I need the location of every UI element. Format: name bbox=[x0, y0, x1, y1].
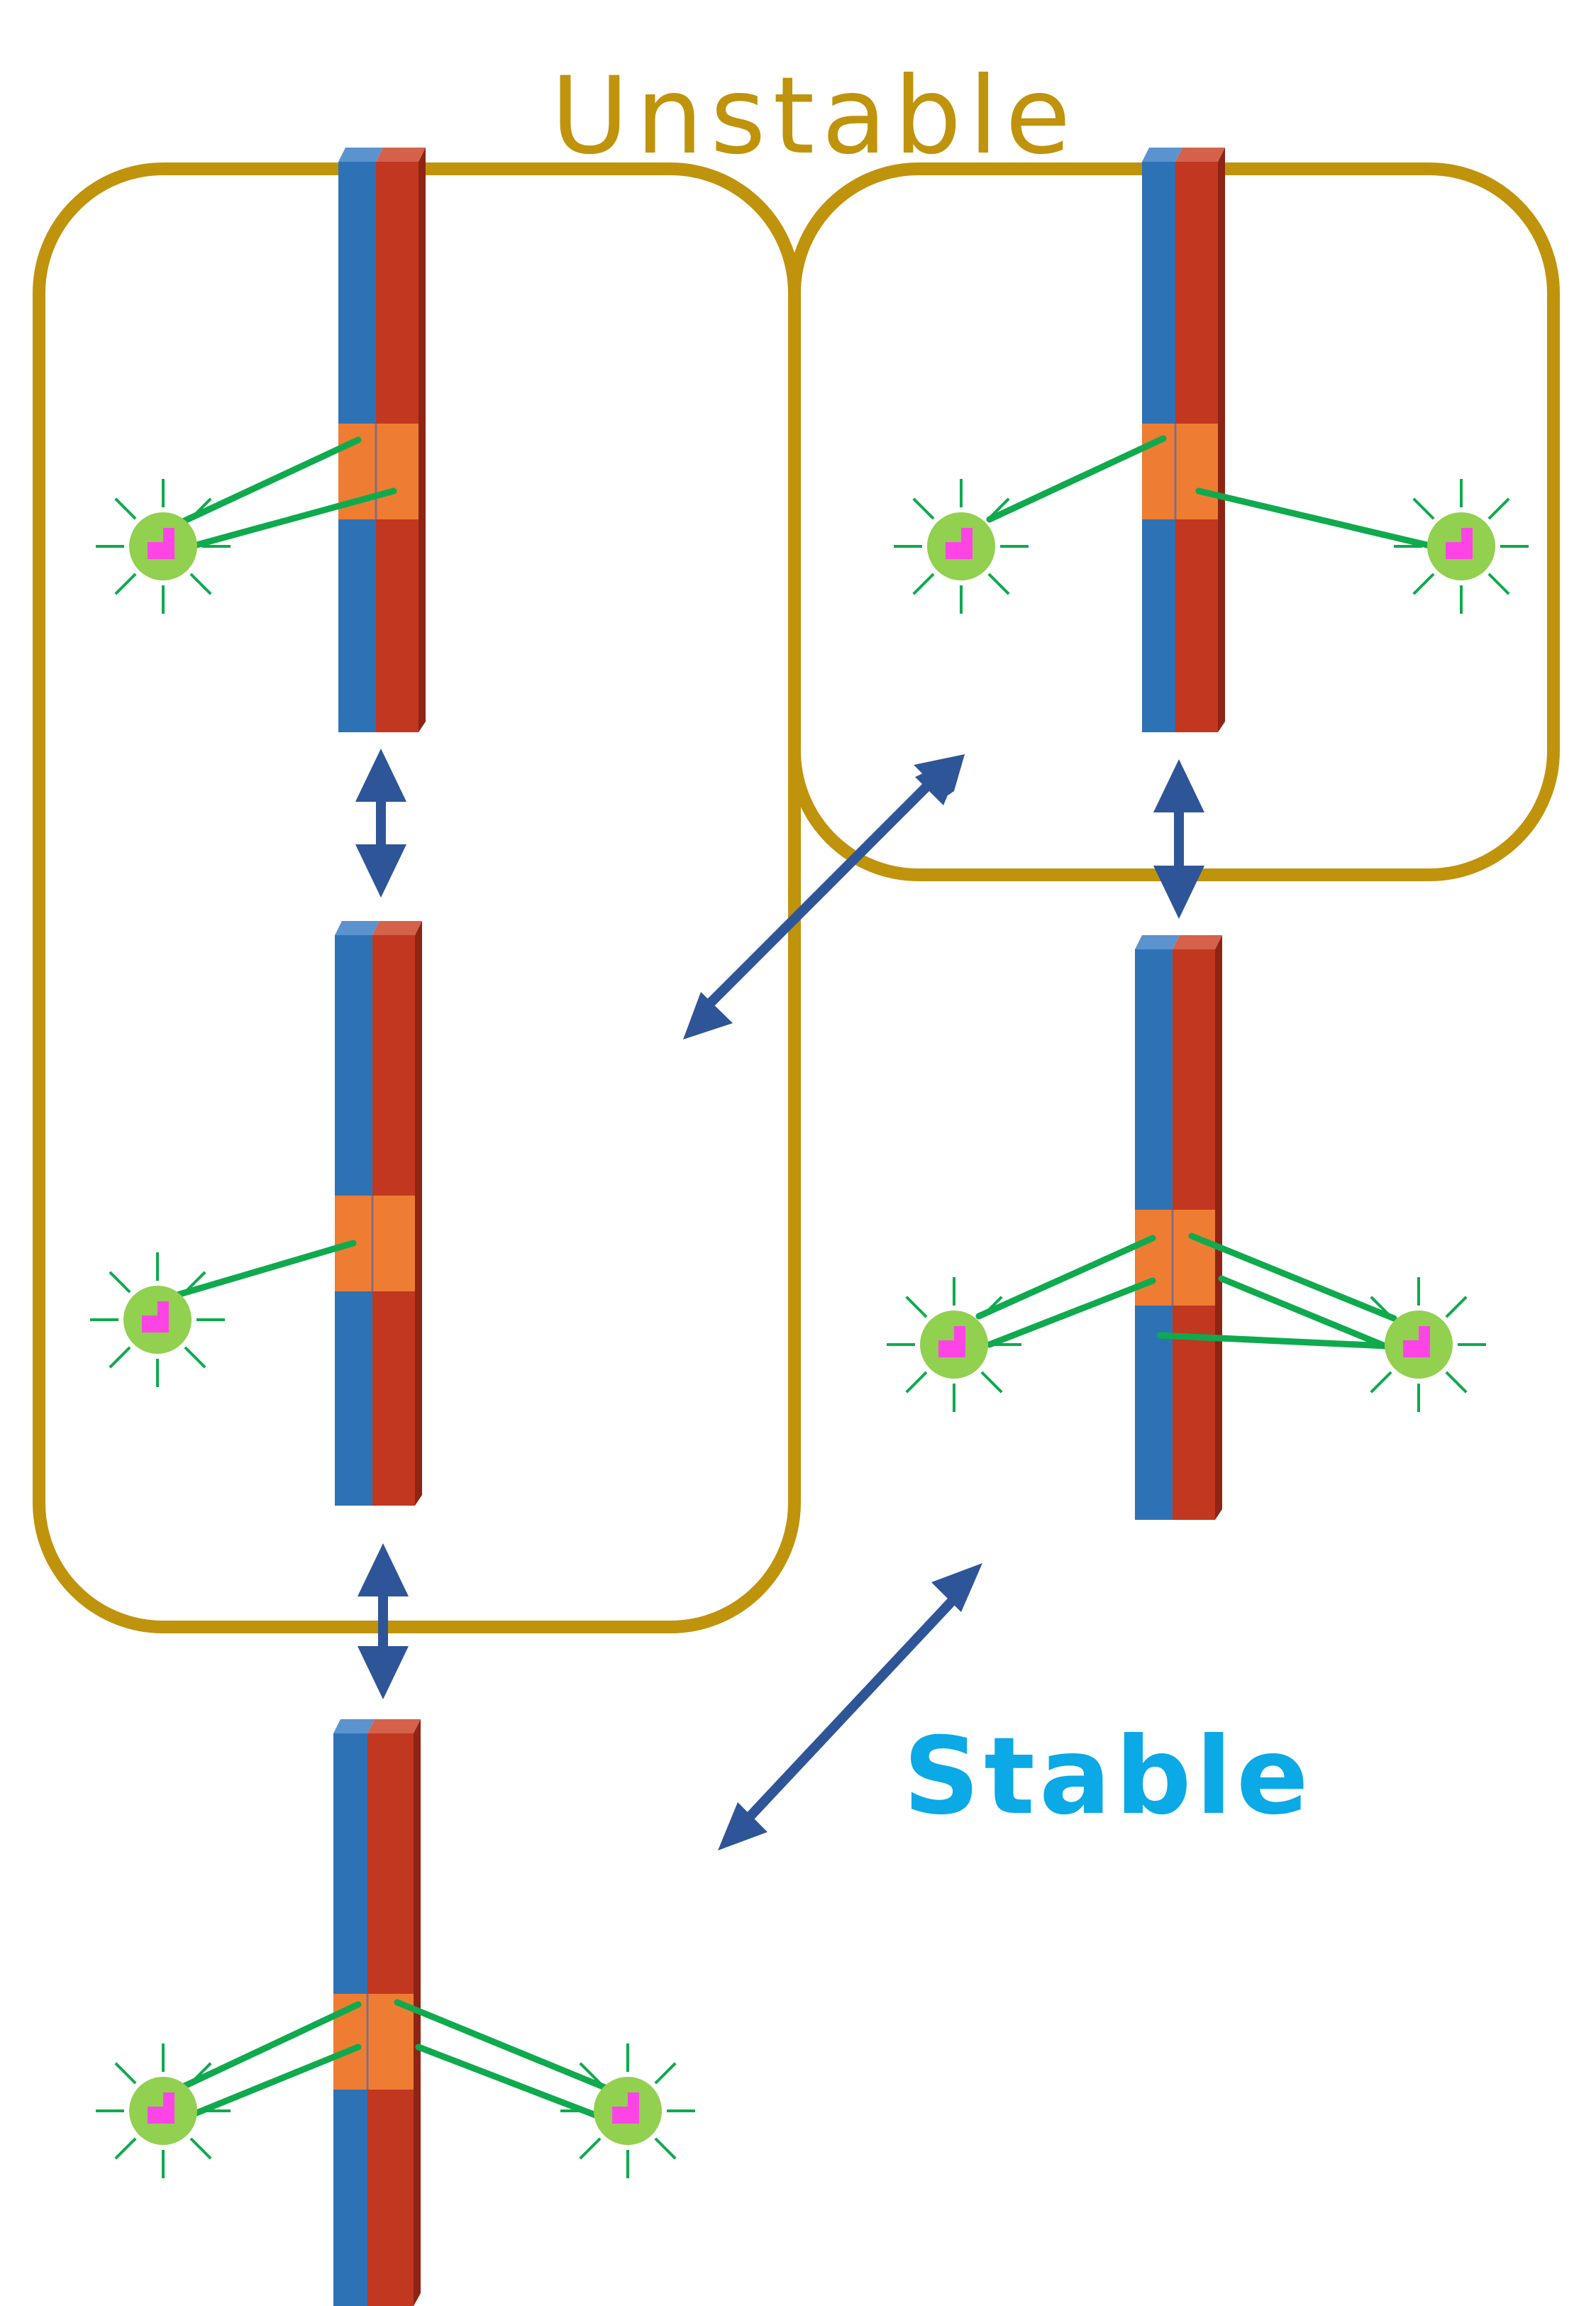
centriole bbox=[1461, 528, 1473, 559]
centrosomes bbox=[90, 479, 1529, 2178]
centrosome-7 bbox=[96, 2043, 231, 2178]
arrow-vertical-2 bbox=[358, 1543, 409, 1699]
centriole bbox=[142, 1315, 157, 1333]
centriole bbox=[612, 2107, 628, 2124]
arrow-diagonal-1 bbox=[683, 754, 965, 1039]
centrosome-5 bbox=[887, 1277, 1021, 1412]
centrosome-2 bbox=[894, 479, 1029, 614]
centriole bbox=[938, 1340, 954, 1357]
unstable-region bbox=[33, 162, 1560, 1633]
microtubules bbox=[181, 1999, 614, 2122]
centriole bbox=[148, 2107, 163, 2124]
unstable-label: Unstable bbox=[551, 55, 1078, 178]
arrow-vertical-3 bbox=[1153, 759, 1204, 919]
chromosome-merotelic bbox=[1135, 935, 1222, 1520]
centrosome-3 bbox=[1394, 479, 1529, 614]
centriole bbox=[148, 542, 163, 559]
centriole bbox=[163, 2092, 174, 2124]
centriole bbox=[1419, 1326, 1430, 1357]
microtubules bbox=[975, 1232, 1397, 1352]
arrows bbox=[355, 749, 1204, 1850]
chromosome-monotelic bbox=[335, 921, 422, 1506]
kinetochore bbox=[1142, 424, 1218, 519]
centriole bbox=[157, 1301, 169, 1333]
stable-label: Stable bbox=[903, 1715, 1312, 1838]
centriole bbox=[1403, 1340, 1419, 1357]
microtubules bbox=[174, 1240, 357, 1298]
centriole bbox=[163, 528, 174, 559]
centriole bbox=[1446, 542, 1461, 559]
centriole bbox=[946, 542, 961, 559]
arrow-vertical-1 bbox=[355, 749, 406, 898]
centriole bbox=[628, 2092, 639, 2124]
centrosome-6 bbox=[1351, 1277, 1486, 1412]
unstable-box-right bbox=[788, 162, 1560, 881]
centriole bbox=[954, 1326, 965, 1357]
microtubules bbox=[986, 435, 1436, 550]
chromosome-amphitelic bbox=[333, 1719, 421, 2306]
arrow-diagonal-2 bbox=[718, 1563, 982, 1850]
centriole bbox=[961, 528, 972, 559]
microtubules bbox=[179, 436, 397, 550]
kinetochore bbox=[1135, 1210, 1215, 1306]
centrosome-4 bbox=[90, 1252, 225, 1387]
unstable-box-left bbox=[33, 162, 801, 1633]
centrosome-1 bbox=[96, 479, 231, 614]
centrosome-8 bbox=[560, 2043, 695, 2178]
